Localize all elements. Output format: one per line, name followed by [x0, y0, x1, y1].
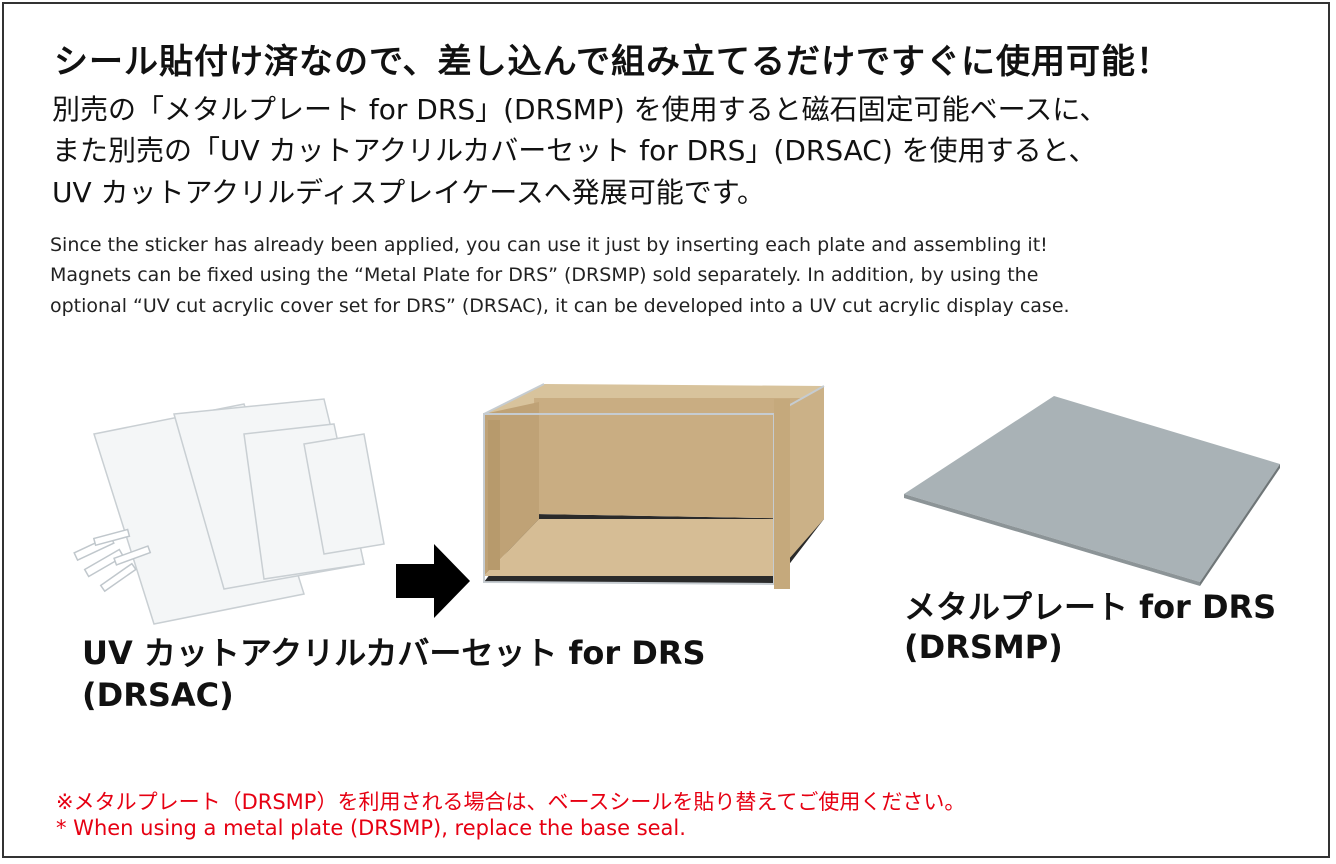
metal-plate-name: メタルプレート for DRS — [904, 588, 1277, 626]
note-jp: ※メタルプレート（DRSMP）を利用される場合は、ベースシールを貼り替えてご使用… — [56, 790, 966, 814]
acrylic-cover-name: UV カットアクリルカバーセット for DRS — [82, 634, 706, 672]
product-illustrations — [73, 383, 1280, 625]
acrylic-cover-code: (DRSAC) — [82, 676, 234, 714]
body-jp-line-1: 別売の「メタルプレート for DRS」(DRSMP) を使用すると磁石固定可能… — [52, 93, 1108, 126]
display-box-image — [483, 383, 825, 589]
body-jp-line-3: UV カットアクリルディスプレイケースへ発展可能です。 — [52, 176, 765, 209]
right-arrow-icon — [396, 544, 470, 618]
acrylic-sheets-image — [73, 398, 385, 625]
metal-plate-code: (DRSMP) — [904, 628, 1063, 666]
body-jp-line-2: また別売の「UV カットアクリルカバーセット for DRS」(DRSAC) を… — [52, 134, 1097, 167]
body-en-line-2: Magnets can be fixed using the “Metal Pl… — [50, 264, 1039, 286]
headline: シール貼付け済なので、差し込んで組み立てるだけですぐに使用可能！ — [54, 42, 1171, 82]
body-en-line-1: Since the sticker has already been appli… — [50, 234, 1048, 256]
body-en-line-3: optional “UV cut acrylic cover set for D… — [50, 295, 1070, 317]
metal-plate-image — [904, 396, 1280, 586]
note-en: * When using a metal plate (DRSMP), repl… — [56, 816, 686, 840]
